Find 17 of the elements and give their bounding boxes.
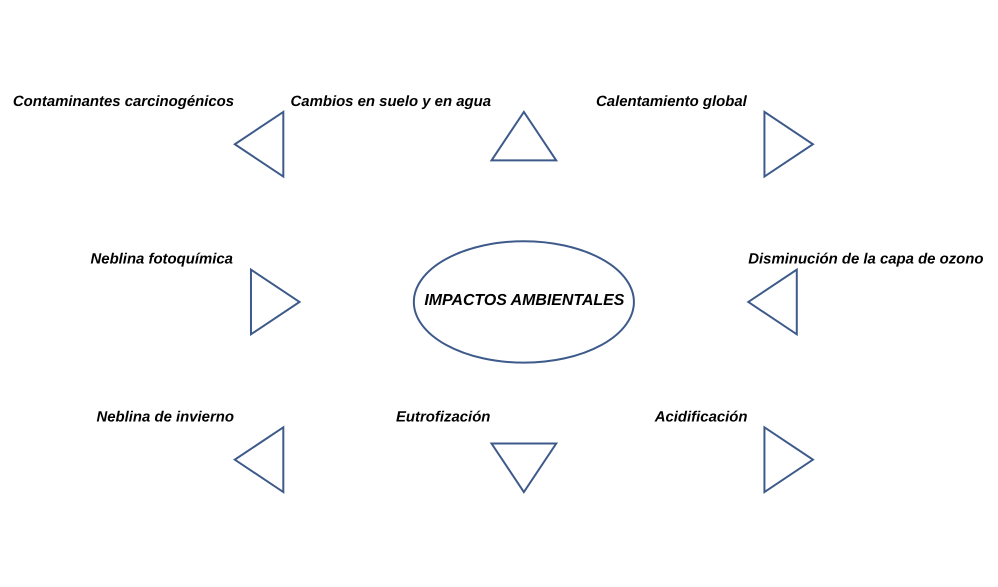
node-triangle <box>250 268 302 336</box>
node-triangle <box>490 442 558 494</box>
node-label: Contaminantes carcinogénicos <box>12 92 234 110</box>
node-triangle <box>763 425 815 494</box>
node-triangle <box>746 268 798 336</box>
node-label: Neblina fotoquímica <box>90 250 233 268</box>
node-triangle <box>233 425 284 494</box>
node-label: Neblina de invierno <box>96 408 234 426</box>
node-label: Disminución de la capa de ozono <box>748 250 984 268</box>
node-label: Acidificación <box>654 408 748 426</box>
node-ellipse: IMPACTOS AMBIENTALES <box>412 240 635 364</box>
node-label: Cambios en suelo y en agua <box>290 92 491 110</box>
node-label: Eutrofización <box>396 408 490 426</box>
node-label: Calentamiento global <box>596 92 747 110</box>
node-triangle <box>233 110 284 178</box>
node-triangle <box>490 110 558 162</box>
node-triangle <box>763 110 815 178</box>
